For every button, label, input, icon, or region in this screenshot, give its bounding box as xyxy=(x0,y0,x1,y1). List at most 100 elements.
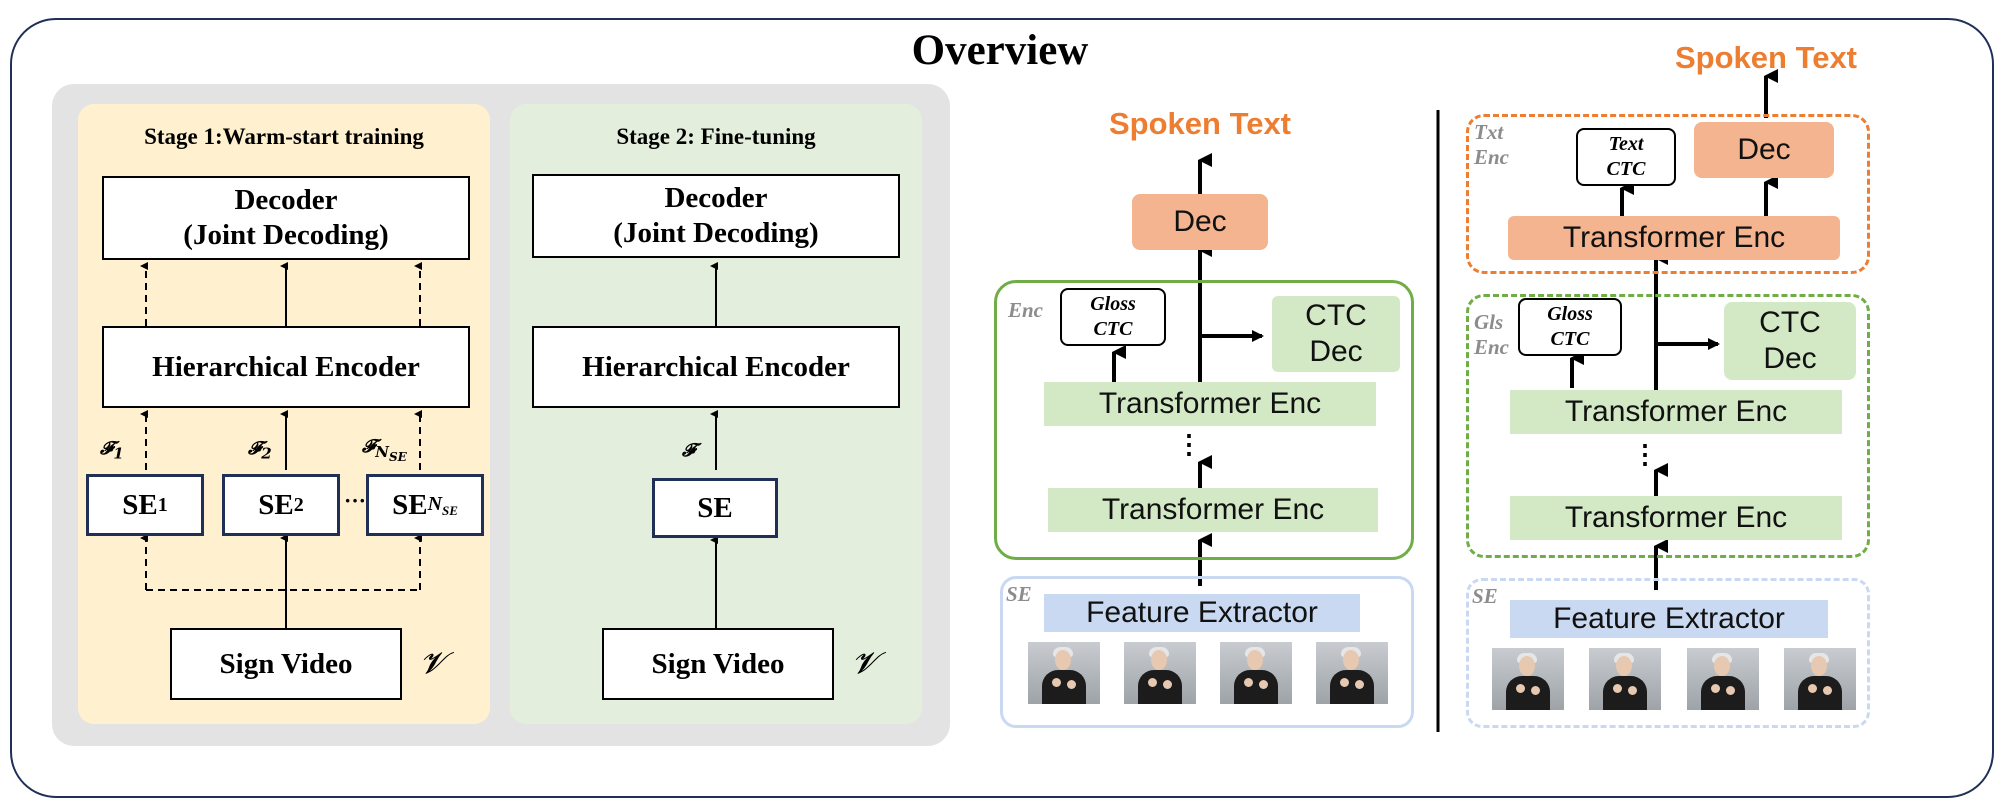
right-txt-enc-sublabel: Enc xyxy=(1474,145,1510,170)
middle-dec-box: Dec xyxy=(1132,194,1268,250)
middle-feature-extractor-label: Feature Extractor xyxy=(1086,596,1318,629)
right-connectors xyxy=(1570,69,1778,590)
stage1-feature-fN-label: 𝓕NSE xyxy=(362,436,407,464)
right-text-label: Text xyxy=(1608,133,1644,155)
right-transformer-txt: Transformer Enc xyxy=(1508,216,1840,260)
f1-symbol: 𝓕 xyxy=(100,438,114,459)
middle-dots: ⋮ xyxy=(1176,430,1202,459)
stage1-video-symbol: 𝓥 xyxy=(420,646,445,681)
right-txt-label: Txt xyxy=(1474,120,1504,144)
stage2-se-label: SE xyxy=(697,491,733,524)
diagram-title: Overview xyxy=(911,27,1089,74)
middle-ctc-dec-box: CTC Dec xyxy=(1272,296,1400,372)
middle-transformer-top-label: Transformer Enc xyxy=(1098,387,1322,420)
stage2-video-symbol: 𝓥 xyxy=(852,646,877,681)
stage2-sign-video-box: Sign Video xyxy=(602,628,834,700)
se2-subscript: 2 xyxy=(293,494,304,516)
stage2-decoder-label: Decoder xyxy=(664,182,768,215)
right-spoken-text: Spoken Text xyxy=(1674,40,1858,75)
right-transformer-top: Transformer Enc xyxy=(1510,390,1842,434)
seN-subscript: N xyxy=(427,492,443,515)
stage1-se-ellipsis: ··· xyxy=(344,488,367,513)
se2-label: SE xyxy=(258,488,294,521)
fN-symbol: 𝓕 xyxy=(362,436,376,457)
right-ctc-dec-label2: Dec xyxy=(1763,342,1817,375)
f2-symbol: 𝓕 xyxy=(248,438,262,459)
video-frame-image xyxy=(1686,648,1759,710)
stage1-decoder-sublabel: (Joint Decoding) xyxy=(183,219,389,251)
f1-subscript: 1 xyxy=(113,444,124,463)
right-gls-label: Gls xyxy=(1474,310,1504,334)
right-transformer-txt-label: Transformer Enc xyxy=(1562,221,1786,254)
right-dots: ⋮ xyxy=(1632,440,1658,469)
right-text-ctc-box: Text CTC xyxy=(1576,128,1676,186)
right-video-frames xyxy=(1492,648,1856,710)
middle-transformer-bottom: Transformer Enc xyxy=(1048,488,1378,532)
right-gloss-label: Gloss xyxy=(1547,303,1593,325)
middle-gloss-ctc-label: CTC xyxy=(1093,318,1133,340)
middle-gloss-ctc-box: Gloss CTC xyxy=(1060,288,1166,346)
right-txt-enc-label: Txt Enc xyxy=(1474,120,1509,170)
right-gls-enc-sublabel: Enc xyxy=(1474,335,1510,360)
middle-se-label: SE xyxy=(1006,582,1032,606)
stage2-se-box: SE xyxy=(652,478,778,538)
right-dec-box: Dec xyxy=(1694,122,1834,178)
stage2-sign-video-label: Sign Video xyxy=(651,647,785,680)
video-frame-image xyxy=(1589,648,1662,710)
f2-subscript: 2 xyxy=(261,444,272,463)
middle-se-group xyxy=(1000,576,1414,728)
video-frame-image xyxy=(1783,648,1856,710)
middle-enc-label: Enc xyxy=(1008,298,1044,322)
right-transformer-bottom: Transformer Enc xyxy=(1510,496,1842,540)
stage1-feature-f1-label: 𝓕1 xyxy=(100,438,124,463)
video-frame-image xyxy=(1028,642,1100,704)
video-frame-image xyxy=(1124,642,1196,704)
stage2-decoder-sublabel: (Joint Decoding) xyxy=(613,217,819,249)
middle-video-frames xyxy=(1028,642,1388,704)
right-text-ctc-label: CTC xyxy=(1606,158,1646,180)
right-gls-enc-group xyxy=(1466,294,1870,558)
se1-subscript: 1 xyxy=(157,494,168,516)
right-dec-label: Dec xyxy=(1737,133,1791,166)
stage1-connectors xyxy=(140,262,422,628)
fN-subsubscript: SE xyxy=(389,449,407,464)
right-transformer-top-label: Transformer Enc xyxy=(1564,395,1788,428)
stage2-decoder-box: Decoder (Joint Decoding) xyxy=(532,174,900,258)
right-txt-enc-group xyxy=(1466,114,1870,274)
stage2-encoder-label: Hierarchical Encoder xyxy=(582,350,850,383)
right-transformer-bottom-label: Transformer Enc xyxy=(1564,501,1788,534)
middle-transformer-bottom-label: Transformer Enc xyxy=(1101,493,1325,526)
stage1-sign-video-box: Sign Video xyxy=(170,628,402,700)
right-gls-enc-label: Gls Enc xyxy=(1474,310,1509,360)
stage1-header: Stage 1:Warm-start training xyxy=(144,124,424,149)
overview-frame xyxy=(10,18,1994,798)
video-frame-image xyxy=(1316,642,1388,704)
middle-encoder-group xyxy=(994,280,1414,560)
right-feature-extractor-label: Feature Extractor xyxy=(1553,602,1785,635)
right-ctc-dec-box: CTC Dec xyxy=(1724,302,1856,380)
stage1-encoder-label: Hierarchical Encoder xyxy=(152,350,420,383)
right-se-group xyxy=(1466,578,1870,728)
stage1-decoder-box: Decoder (Joint Decoding) xyxy=(102,176,470,260)
stage1-hierarchical-encoder-box: Hierarchical Encoder xyxy=(102,326,470,408)
fN-subscript: N xyxy=(375,442,390,461)
middle-ctc-dec-label2: Dec xyxy=(1309,335,1363,368)
stage2-feature-f-label: 𝓕 xyxy=(682,440,696,461)
seN-subsubscript: SE xyxy=(442,502,458,518)
stage2-header: Stage 2: Fine-tuning xyxy=(616,124,816,149)
middle-spoken-text: Spoken Text xyxy=(1108,106,1292,141)
se1-label: SE xyxy=(122,488,158,521)
stage1-decoder-label: Decoder xyxy=(234,184,338,217)
middle-dec-label: Dec xyxy=(1173,205,1227,238)
middle-gloss-label: Gloss xyxy=(1090,293,1136,315)
middle-transformer-top: Transformer Enc xyxy=(1044,382,1376,426)
middle-ctc-dec-label1: CTC xyxy=(1305,299,1367,332)
stage2-hierarchical-encoder-box: Hierarchical Encoder xyxy=(532,326,900,408)
video-frame-image xyxy=(1220,642,1292,704)
stage1-feature-f2-label: 𝓕2 xyxy=(248,438,272,463)
right-se-label: SE xyxy=(1472,584,1498,608)
right-gloss-ctc-label: CTC xyxy=(1550,328,1590,350)
